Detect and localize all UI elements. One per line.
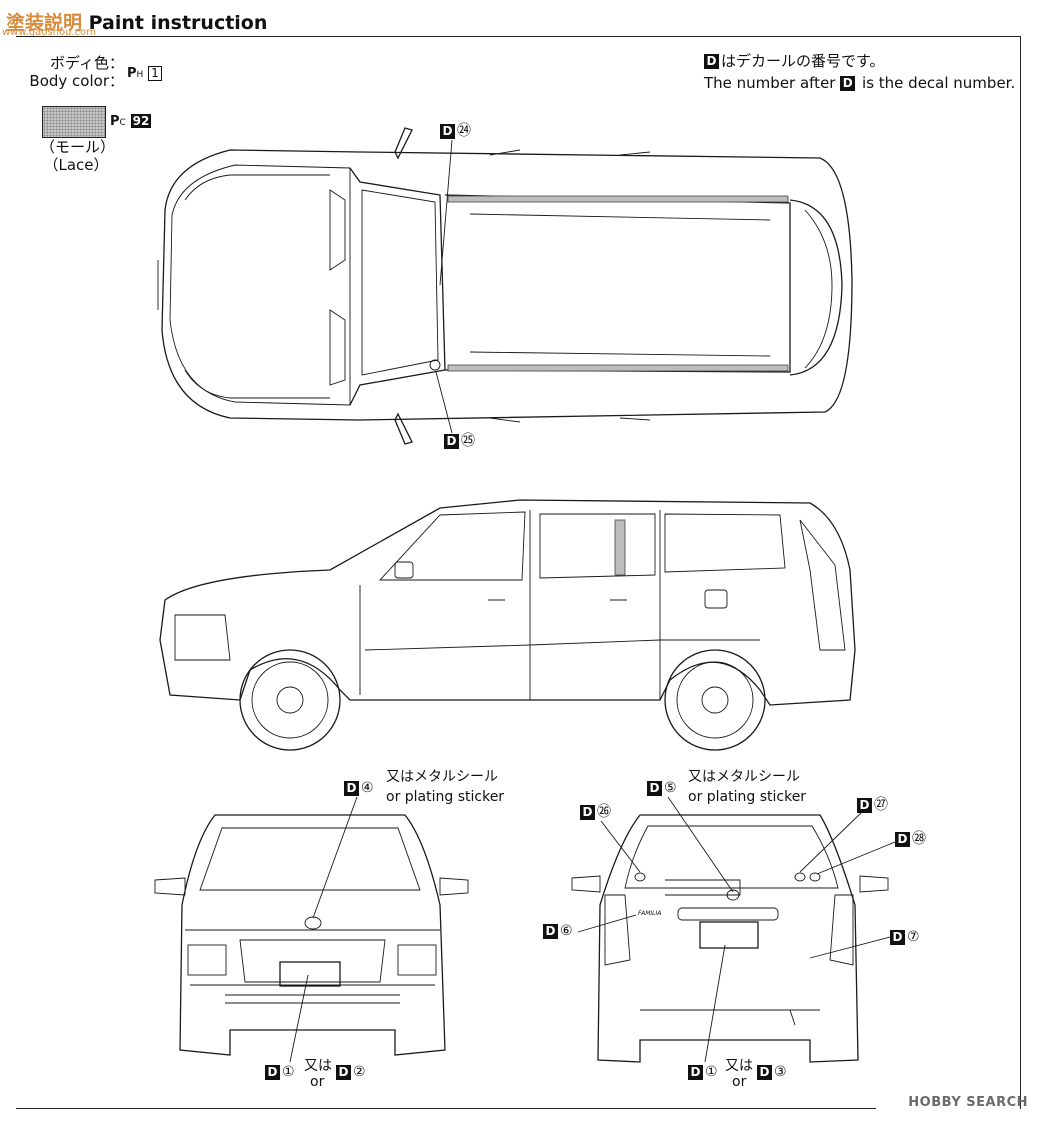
front-plate-text: FAMILIA xyxy=(295,967,327,975)
title-prefix: 塗装説明 xyxy=(6,12,83,34)
lace-ja: （モール） xyxy=(40,138,116,156)
legend-line1: はデカールの番号です。 xyxy=(721,52,885,70)
body-color-en: Body color： xyxy=(29,72,124,90)
decal-d-icon: D xyxy=(704,54,719,69)
decal-d-icon: D xyxy=(840,76,856,91)
lace-paint-code: PC 92 xyxy=(110,114,152,129)
front-or-en: or xyxy=(310,1074,325,1090)
side-view xyxy=(159,499,856,751)
rear-or-en: or xyxy=(732,1074,747,1090)
title-en: Paint instruction xyxy=(88,12,268,34)
body-paint-code: PH 1 xyxy=(127,63,162,84)
frame xyxy=(16,36,1021,1109)
rear-badge-text: FAMILIA xyxy=(638,910,662,917)
lace-label: （モール） （Lace） xyxy=(40,138,116,174)
leader-lines xyxy=(289,139,896,1063)
rear-or-ja: 又は xyxy=(725,1058,753,1074)
top-view xyxy=(157,127,853,445)
decal-4-note: 又はメタルシール or plating sticker xyxy=(386,769,505,805)
front-view xyxy=(154,814,469,1056)
page-title: 塗装説明 Paint instruction xyxy=(6,8,267,35)
body-paint-number: 1 xyxy=(148,66,162,81)
rear-view xyxy=(571,814,889,1063)
lace-paint-number: 92 xyxy=(130,114,152,128)
lace-color-swatch xyxy=(42,106,106,138)
brand-watermark: HOBBY SEARCH xyxy=(908,1095,1028,1110)
decal-5-note: 又はメタルシール or plating sticker xyxy=(688,769,807,805)
rear-plate-text: FAMILIA xyxy=(714,929,746,937)
lace-en: （Lace） xyxy=(43,156,109,174)
front-or-ja: 又は xyxy=(304,1058,332,1074)
body-color-label: ボディ色： Body color： xyxy=(20,54,124,90)
body-color-ja: ボディ色： xyxy=(50,54,124,72)
legend-line2-prefix: The number after xyxy=(704,74,836,92)
legend-line2-suffix: is the decal number. xyxy=(862,74,1016,92)
watermark-url: www.gaoshou.com xyxy=(2,27,96,38)
frame-bottom-rule xyxy=(16,1108,876,1109)
